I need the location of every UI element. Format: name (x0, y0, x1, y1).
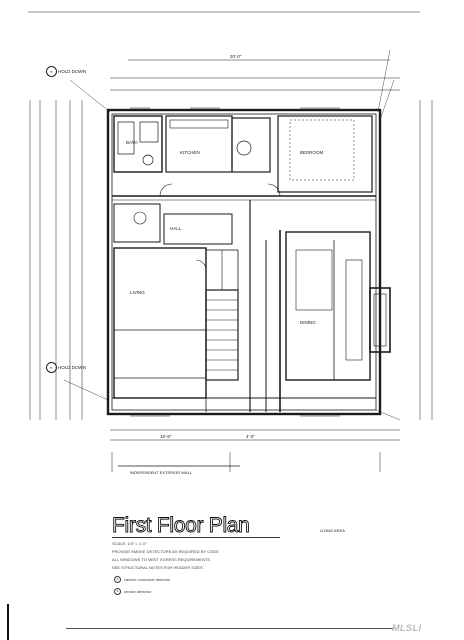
hold-down-marker-bottom: ◐ (46, 362, 57, 373)
dimension-top: 20'-0" (230, 54, 242, 59)
legend-smoke-detector: smoke detector (124, 589, 152, 594)
general-note-3: SEE STRUCTURAL NOTES FOR HEADER SIZES (112, 565, 203, 570)
room-label-living: LIVING (130, 290, 145, 295)
page-title: First Floor Plan (112, 514, 251, 538)
room-label-hall: HALL (170, 226, 182, 231)
legend-co-detector: carbon monoxide detector (124, 577, 171, 582)
room-label-kitchen: KITCHEN (180, 150, 200, 155)
room-label-bedroom: BEDROOM (300, 150, 324, 155)
binding-mark (7, 604, 9, 640)
area-label: LIVING AREA (320, 528, 345, 533)
hold-down-marker-top: ◐ (46, 66, 57, 77)
title-underline (112, 537, 280, 538)
general-note-2: ALL WINDOWS TO MEET EGRESS REQUIREMENTS (112, 557, 211, 562)
general-note-1: PROVIDE SMOKE DETECTORS AS REQUIRED BY C… (112, 549, 219, 554)
co-detector-icon: c (114, 576, 121, 583)
smoke-detector-icon: s (114, 588, 121, 595)
hold-down-label-bottom: HOLD DOWN (58, 365, 86, 370)
room-label-bath: BATH (126, 140, 138, 145)
hold-down-label-top: HOLD DOWN (58, 69, 86, 74)
watermark: MLSLI (392, 623, 422, 633)
footer-rule (66, 628, 394, 629)
dimension-bottom: 16'-6" (160, 434, 172, 439)
independent-wall-label: INDEPENDENT EXTERIOR WALL (130, 470, 193, 475)
scale-note: SCALE: 1/4" = 1'-0" (112, 541, 147, 546)
dimension-bottom-small: 4'-0" (246, 434, 255, 439)
room-label-dining: DINING (300, 320, 316, 325)
